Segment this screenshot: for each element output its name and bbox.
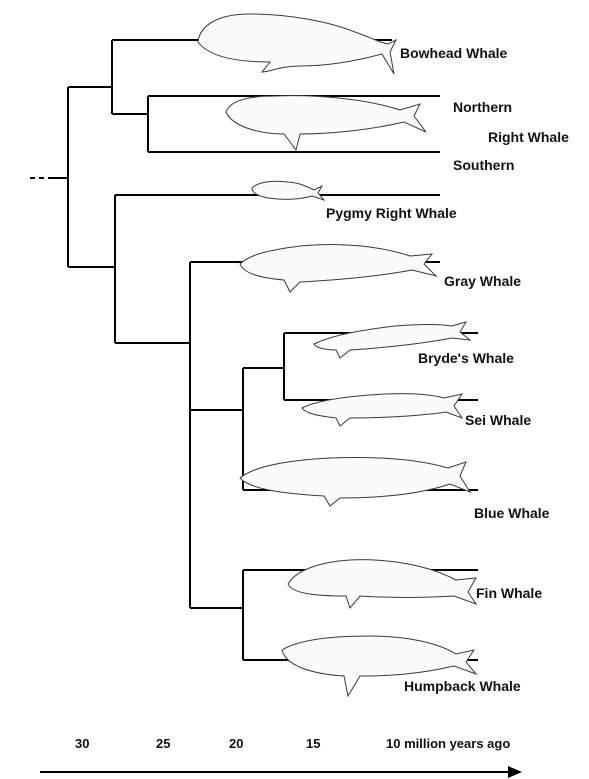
time-arrow-icon (40, 766, 522, 778)
label-northern: Northern (453, 99, 512, 115)
pygmy-right-whale-icon (252, 181, 324, 200)
label-fin: Fin Whale (476, 585, 542, 601)
time-axis: 30 25 20 15 10 million years ago (40, 736, 522, 778)
axis-tick-10: 10 million years ago (386, 736, 510, 751)
axis-tick-15: 15 (306, 736, 320, 751)
gray-whale-icon (240, 244, 436, 292)
blue-whale-icon (240, 457, 470, 506)
label-brydes: Bryde's Whale (418, 350, 514, 366)
label-gray: Gray Whale (444, 273, 521, 289)
axis-tick-30: 30 (75, 736, 89, 751)
label-pygmy-right: Pygmy Right Whale (326, 205, 457, 221)
label-humpback: Humpback Whale (404, 678, 521, 694)
label-right-whale: Right Whale (488, 129, 569, 145)
label-sei: Sei Whale (465, 412, 531, 428)
fin-whale-icon (288, 560, 476, 608)
right-whale-icon (226, 96, 426, 150)
sei-whale-icon (302, 394, 462, 426)
label-bowhead: Bowhead Whale (400, 45, 508, 61)
label-southern: Southern (453, 157, 514, 173)
bowhead-whale-icon (198, 14, 396, 74)
axis-tick-25: 25 (156, 736, 170, 751)
axis-tick-20: 20 (229, 736, 243, 751)
label-blue: Blue Whale (474, 505, 550, 521)
